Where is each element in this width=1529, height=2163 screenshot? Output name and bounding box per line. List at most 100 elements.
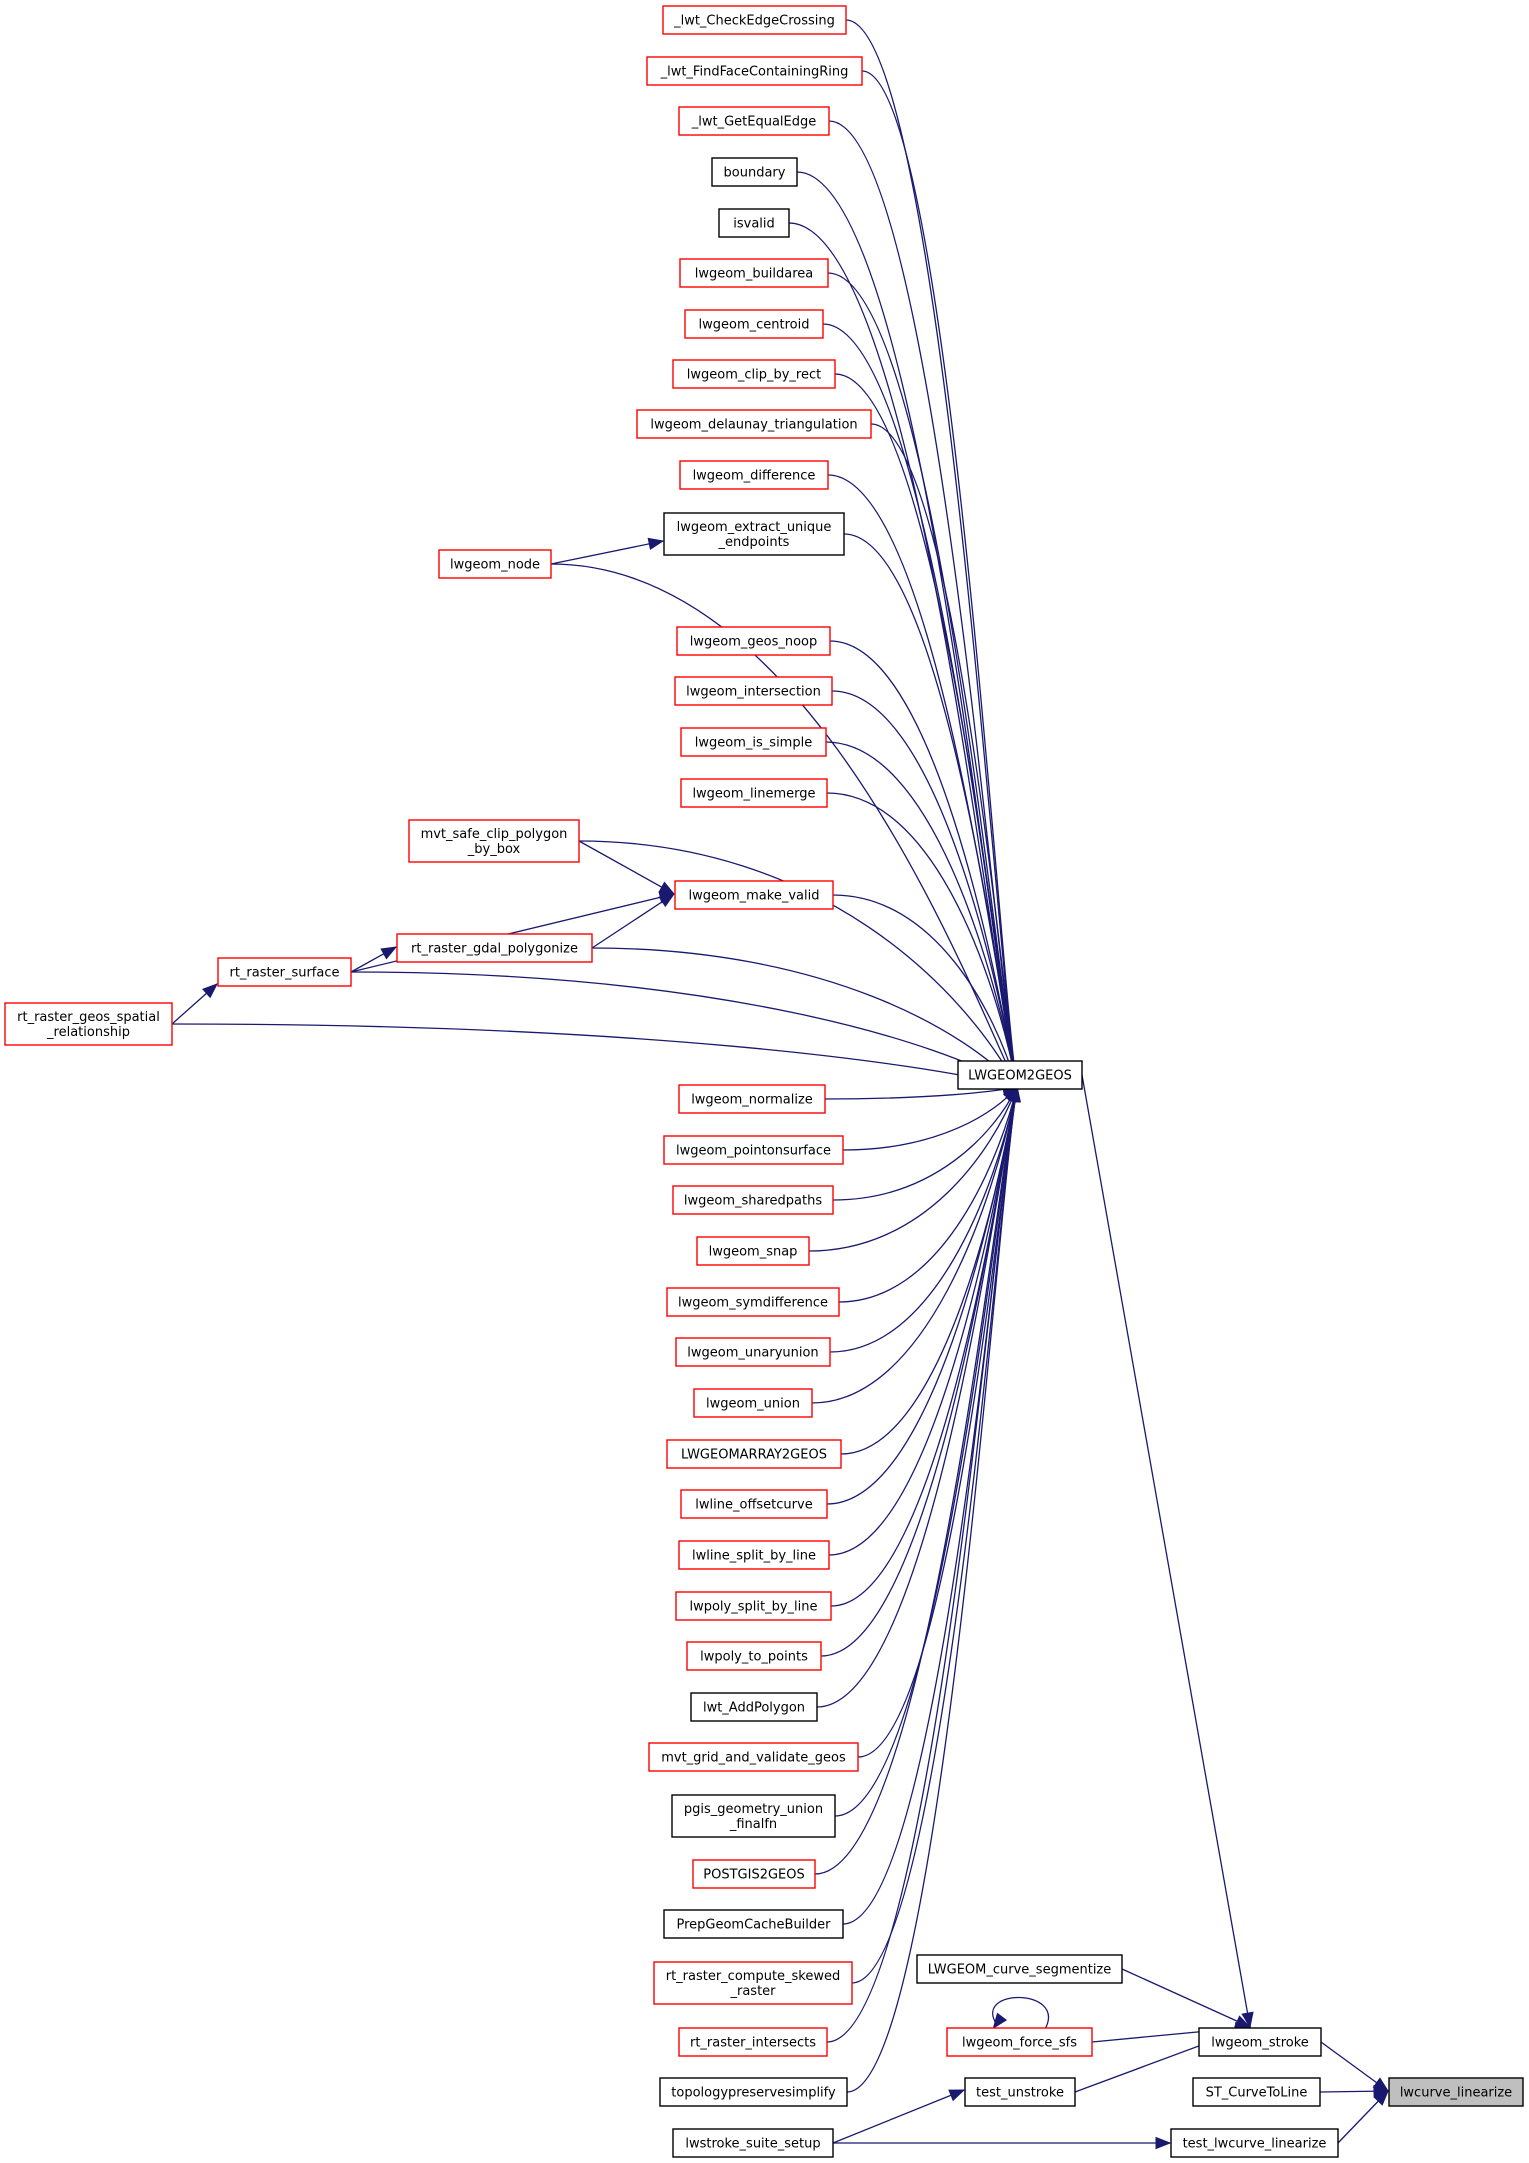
node-test-unstroke[interactable]: test_unstroke: [964, 2077, 1076, 2107]
node-mvt-safe-clip-polygon-by-box[interactable]: mvt_safe_clip_polygon_by_box: [408, 819, 580, 863]
node-box: [663, 1909, 844, 1939]
node-lwline-offsetcurve[interactable]: lwline_offsetcurve: [680, 1489, 828, 1519]
node-lwgeom-difference[interactable]: lwgeom_difference: [679, 460, 829, 490]
node-label-line: LWGEOMARRAY2GEOS: [681, 1448, 827, 1463]
node-lwline-split-by-line[interactable]: lwline_split_by_line: [678, 1540, 830, 1570]
node-box: [674, 880, 834, 910]
node-rt-raster-geos-spatial-relationship[interactable]: rt_raster_geos_spatial_relationship: [4, 1002, 173, 1046]
node-label-line: _raster: [729, 1984, 776, 1999]
node-rt-raster-surface[interactable]: rt_raster_surface: [217, 957, 352, 987]
node-lwgeom-curve-segmentize[interactable]: LWGEOM_curve_segmentize: [916, 1954, 1123, 1984]
node-label-line: lwgeom_normalize: [691, 1093, 813, 1108]
node-lwgeom-node[interactable]: lwgeom_node: [438, 549, 552, 579]
node-box: [1388, 2077, 1524, 2107]
node-lwgeom-geos-noop[interactable]: lwgeom_geos_noop: [676, 626, 831, 656]
node-label-line: lwgeom_symdifference: [678, 1296, 828, 1311]
node-box: [679, 258, 829, 288]
node-lwgeom-centroid[interactable]: lwgeom_centroid: [684, 309, 824, 339]
node-lwgeom-union[interactable]: lwgeom_union: [693, 1388, 813, 1418]
node-box: [678, 1084, 826, 1114]
node-lwgeom-stroke[interactable]: lwgeom_stroke: [1198, 2027, 1322, 2057]
node-isvalid[interactable]: isvalid: [718, 208, 790, 238]
node-lwt-getequaledge[interactable]: _lwt_GetEqualEdge: [678, 106, 830, 136]
edge-line: [831, 690, 1018, 1088]
node-topologypreservesimplify[interactable]: topologypreservesimplify: [659, 2077, 848, 2107]
node-box: [678, 106, 830, 136]
edge-line: [816, 1086, 1018, 1708]
node-label-line: lwpoly_to_points: [700, 1650, 808, 1665]
node-lwpoly-split-by-line[interactable]: lwpoly_split_by_line: [675, 1591, 832, 1621]
node-box: [672, 1185, 834, 1215]
node-lwgeom-normalize[interactable]: lwgeom_normalize: [678, 1084, 826, 1114]
node-lwgeom-unaryunion[interactable]: lwgeom_unaryunion: [675, 1337, 831, 1367]
node-label-line: lwgeom_linemerge: [692, 787, 815, 802]
node-box: [711, 157, 798, 187]
node-box: [438, 549, 552, 579]
node-mvt-grid-and-validate-geos[interactable]: mvt_grid_and_validate_geos: [648, 1742, 859, 1772]
node-label-line: lwgeom_centroid: [699, 318, 810, 333]
edge-arrowhead: [202, 983, 219, 999]
node-box: [678, 1540, 830, 1570]
node-lwgeom-intersection[interactable]: lwgeom_intersection: [674, 676, 833, 706]
edge-lwgeom-extract-unique-endpoints-to-lwgeom2geos: [843, 533, 1021, 1089]
node-prepgeomcachebuilder[interactable]: PrepGeomCacheBuilder: [663, 1909, 844, 1939]
node-lwgeom-force-sfs[interactable]: lwgeom_force_sfs: [946, 2027, 1093, 2057]
node-box: [675, 1591, 832, 1621]
node-label-line: _lwt_CheckEdgeCrossing: [673, 14, 835, 29]
node-label-line: _lwt_GetEqualEdge: [691, 115, 817, 130]
node-box: [396, 933, 593, 963]
node-postgis2geos[interactable]: POSTGIS2GEOS: [692, 1859, 816, 1889]
node-lwgeom-sharedpaths[interactable]: lwgeom_sharedpaths: [672, 1185, 834, 1215]
edge-lwgeom2geos-to-lwgeom-stroke: [1081, 1074, 1254, 2029]
node-lwt-findfacecontainingring[interactable]: _lwt_FindFaceContainingRing: [646, 56, 863, 86]
node-label-line: PrepGeomCacheBuilder: [676, 1918, 831, 1933]
node-label-line: lwstroke_suite_setup: [685, 2137, 820, 2152]
node-label: lwgeom_sharedpaths: [684, 1194, 822, 1209]
node-label: topologypreservesimplify: [671, 2086, 836, 2101]
edge-lwgeom-curve-segmentize-to-lwgeom-stroke: [1121, 1968, 1252, 2028]
node-test-lwcurve-linearize[interactable]: test_lwcurve_linearize: [1170, 2128, 1339, 2158]
edge-line: [861, 70, 1018, 1088]
node-rt-raster-intersects[interactable]: rt_raster_intersects: [678, 2027, 828, 2057]
node-label-line: mvt_grid_and_validate_geos: [661, 1751, 846, 1766]
node-st-curvetoline[interactable]: ST_CurveToLine: [1192, 2077, 1321, 2107]
edge-lwgeom-node-to-lwgeom-extract-unique-endpoints: [550, 537, 665, 565]
node-lwgeom-snap[interactable]: lwgeom_snap: [696, 1236, 810, 1266]
node-box: [653, 1961, 853, 2005]
edges-layer: [171, 19, 1390, 2150]
node-box: [672, 2128, 834, 2158]
node-label-line: lwgeom_buildarea: [695, 267, 814, 282]
node-lwstroke-suite-setup[interactable]: lwstroke_suite_setup: [672, 2128, 834, 2158]
node-label: lwgeom_stroke: [1211, 2036, 1309, 2051]
node-label-line: rt_raster_gdal_polygonize: [411, 942, 578, 957]
node-lwgeom-pointonsurface[interactable]: lwgeom_pointonsurface: [663, 1135, 844, 1165]
node-box: [666, 1287, 840, 1317]
node-lwt-checkedgecrossing[interactable]: _lwt_CheckEdgeCrossing: [662, 5, 847, 35]
node-box: [684, 309, 824, 339]
node-lwgeom-symdifference[interactable]: lwgeom_symdifference: [666, 1287, 840, 1317]
node-lwgeom-extract-unique-endpoints[interactable]: lwgeom_extract_unique_endpoints: [663, 512, 845, 556]
node-boundary[interactable]: boundary: [711, 157, 798, 187]
node-label-line: POSTGIS2GEOS: [703, 1868, 804, 1883]
node-lwgeomarray2geos[interactable]: LWGEOMARRAY2GEOS: [666, 1439, 842, 1469]
node-box: [676, 626, 831, 656]
edge-topologypreservesimplify-to-lwgeom2geos: [846, 1085, 1021, 2093]
node-lwgeom-delaunay-triangulation[interactable]: lwgeom_delaunay_triangulation: [636, 409, 872, 439]
edge-lwstroke-suite-setup-to-test-lwcurve-linearize: [833, 2136, 1172, 2150]
node-pgis-geometry-union-finalfn[interactable]: pgis_geometry_union_finalfn: [671, 1794, 836, 1838]
node-lwt-addpolygon[interactable]: lwt_AddPolygon: [690, 1692, 818, 1722]
node-label: mvt_grid_and_validate_geos: [661, 1751, 846, 1766]
node-lwgeom-clip-by-rect[interactable]: lwgeom_clip_by_rect: [672, 359, 836, 389]
node-rt-raster-compute-skewed-raster[interactable]: rt_raster_compute_skewed_raster: [653, 1961, 853, 2005]
node-lwgeom-linemerge[interactable]: lwgeom_linemerge: [680, 778, 828, 808]
node-label: lwgeom_buildarea: [695, 267, 814, 282]
node-lwgeom-is-simple[interactable]: lwgeom_is_simple: [680, 727, 827, 757]
node-lwpoly-to-points[interactable]: lwpoly_to_points: [686, 1641, 822, 1671]
node-box: [693, 1388, 813, 1418]
node-box: [675, 1337, 831, 1367]
node-label-line: lwpoly_split_by_line: [689, 1600, 817, 1615]
node-lwgeom2geos[interactable]: LWGEOM2GEOS: [957, 1060, 1083, 1090]
node-lwgeom-make-valid[interactable]: lwgeom_make_valid: [674, 880, 834, 910]
node-rt-raster-gdal-polygonize[interactable]: rt_raster_gdal_polygonize: [396, 933, 593, 963]
node-lwgeom-buildarea[interactable]: lwgeom_buildarea: [679, 258, 829, 288]
